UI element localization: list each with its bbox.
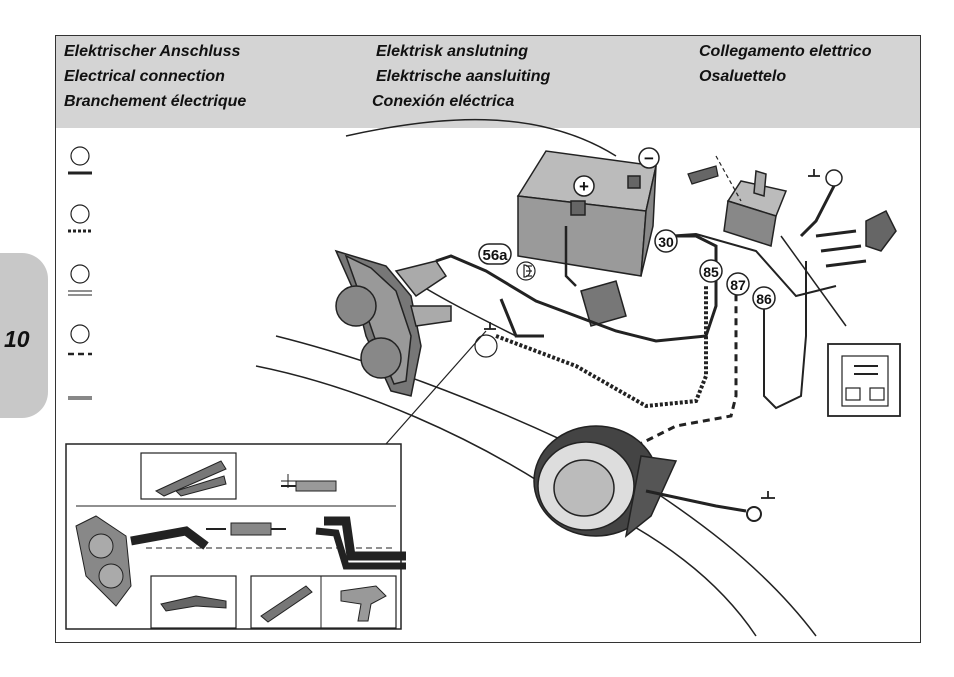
heading-fr: Branchement électrique	[64, 93, 247, 110]
battery-icon: + −	[516, 147, 660, 277]
high-beam-icon	[516, 261, 536, 281]
screw-icon	[687, 155, 742, 202]
inset-headlamp-icon	[75, 515, 132, 607]
headlamp-icon	[334, 249, 452, 397]
wire-stripper-icon	[160, 595, 227, 612]
heat-gun-icon	[340, 585, 387, 622]
inset-wiring	[130, 516, 406, 570]
ground-icon	[474, 169, 820, 499]
header-band: Elektrischer Anschluss Electrical connec…	[56, 36, 920, 128]
wire-end-icon	[281, 474, 337, 492]
battery-plus: +	[579, 177, 589, 196]
relay-socket-inset	[827, 343, 901, 417]
heading-nl: Elektrische aansluiting	[376, 68, 551, 85]
inset-crimp-tool-icon	[260, 585, 313, 623]
heading-es: Conexión eléctrica	[372, 93, 515, 110]
wiring-harness	[435, 226, 847, 448]
section-tab	[0, 253, 48, 418]
heading-en: Electrical connection	[64, 68, 225, 85]
connection-inset	[65, 330, 487, 630]
terminal-87: 87	[730, 277, 746, 293]
wire-legend-icon	[68, 146, 92, 400]
terminal-30: 30	[658, 234, 674, 250]
heading-fi: Osaluettelo	[699, 68, 787, 85]
battery-minus: −	[644, 149, 654, 168]
section-number: 10	[4, 326, 30, 352]
terminal-56a: 56a	[482, 247, 508, 264]
relay-icon	[723, 170, 788, 247]
terminal-86: 86	[756, 291, 772, 307]
terminal-labels: 56a 30 85 87 86	[478, 229, 776, 310]
heading-it: Collegamento elettrico	[699, 43, 872, 60]
fuse-holder	[580, 280, 627, 327]
wiring-diagram: + −	[65, 118, 901, 637]
diagram-frame: Elektrischer Anschluss Electrical connec…	[55, 35, 921, 643]
plug-connector	[799, 169, 897, 268]
heading-sv: Elektrisk anslutning	[376, 43, 529, 60]
crimp-tool-icon	[154, 460, 227, 497]
spot-lamp-icon	[533, 425, 762, 538]
terminal-85: 85	[703, 264, 719, 280]
heading-de: Elektrischer Anschluss	[64, 43, 241, 60]
